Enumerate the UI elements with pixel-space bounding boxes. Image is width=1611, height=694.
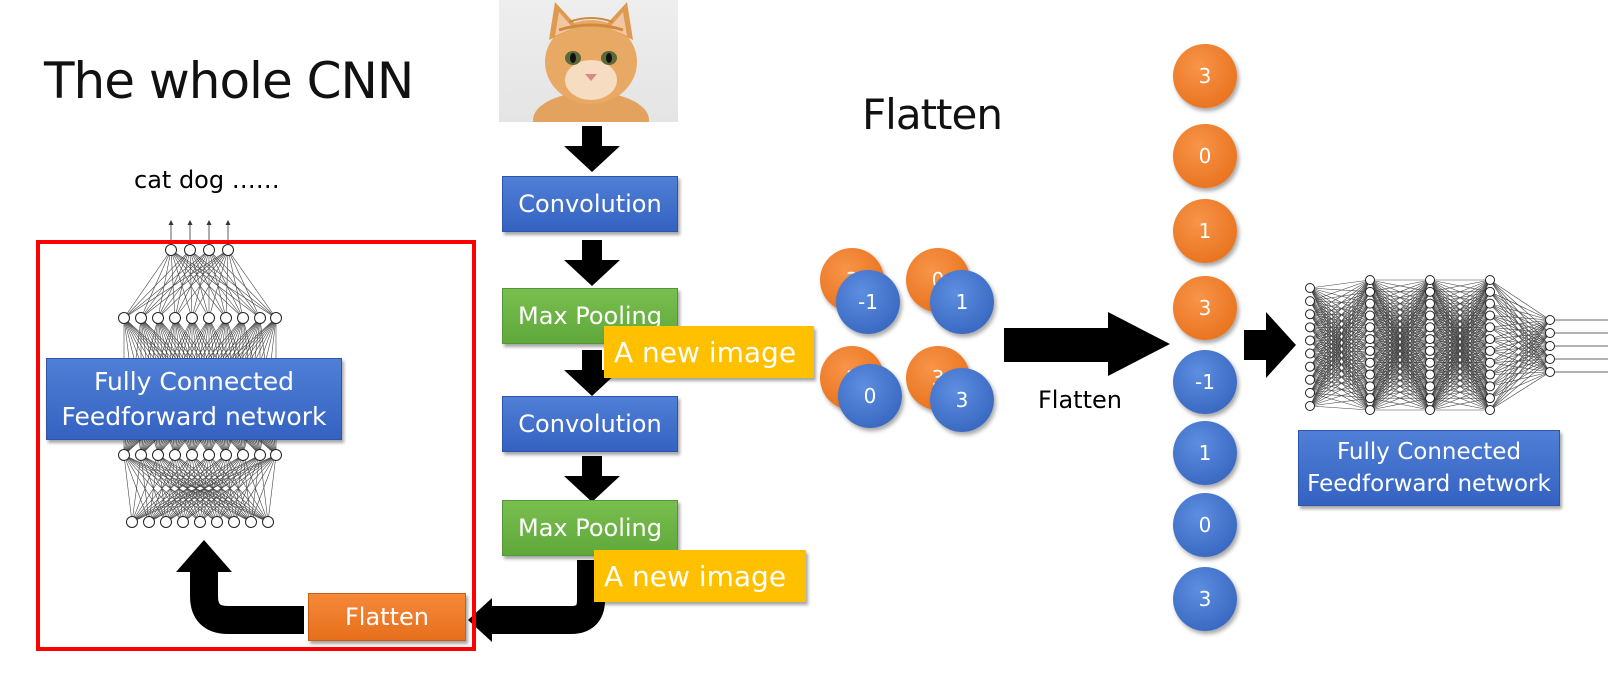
right-network-graph	[1305, 275, 1608, 415]
fully-connected-highlight-frame	[36, 240, 476, 651]
left-arrow-icon	[468, 598, 492, 642]
flatten-box: Flatten	[308, 593, 466, 641]
return-arrow-path	[486, 560, 605, 634]
convolution-box-1: Convolution	[502, 176, 678, 232]
page-title: The whole CNN	[44, 52, 414, 110]
vector-element: 1	[1173, 199, 1237, 263]
fc-left-line1: Fully Connected	[93, 367, 295, 396]
convolution-box-2: Convolution	[502, 396, 678, 452]
new-image-label-1: A new image	[604, 326, 814, 378]
flatten-arrow-shaft	[1004, 328, 1110, 362]
up-arrow-icon	[176, 540, 232, 572]
fc-left-line2: Feedforward network	[61, 402, 327, 431]
feature-map-front-ball: -1	[836, 270, 900, 334]
flatten-title: Flatten	[862, 90, 1003, 139]
vector-element: 0	[1173, 124, 1237, 188]
feature-map-front-ball: 0	[838, 364, 902, 428]
vector-element: 1	[1173, 421, 1237, 485]
flatten-arrow-label: Flatten	[1038, 386, 1122, 414]
max-pooling-box-2: Max Pooling	[502, 500, 678, 556]
cat-image	[499, 0, 678, 122]
new-image-label-2: A new image	[594, 550, 806, 602]
vector-element: 3	[1173, 276, 1237, 340]
feature-map-front-ball: 3	[930, 368, 994, 432]
vector-element: -1	[1173, 350, 1237, 414]
up-arrow-path	[190, 572, 304, 634]
right-arrow-shaft	[1244, 330, 1268, 360]
feature-map-front-ball: 1	[930, 270, 994, 334]
down-arrow-icon	[564, 240, 620, 286]
fc-right-line1: Fully Connected	[1336, 438, 1522, 465]
vector-element: 3	[1173, 44, 1237, 108]
down-arrow-icon	[564, 456, 620, 502]
flatten-arrow-icon	[1108, 312, 1170, 376]
vector-element: 3	[1173, 567, 1237, 631]
fully-connected-label-right: Fully Connected Feedforward network	[1298, 430, 1560, 506]
down-arrow-icon	[564, 126, 620, 172]
vector-element: 0	[1173, 493, 1237, 557]
right-arrow-icon	[1266, 312, 1296, 378]
fc-right-line2: Feedforward network	[1307, 471, 1551, 497]
fully-connected-label-left: Fully Connected Feedforward network	[46, 358, 342, 440]
output-classes-label: cat dog ……	[134, 166, 280, 194]
